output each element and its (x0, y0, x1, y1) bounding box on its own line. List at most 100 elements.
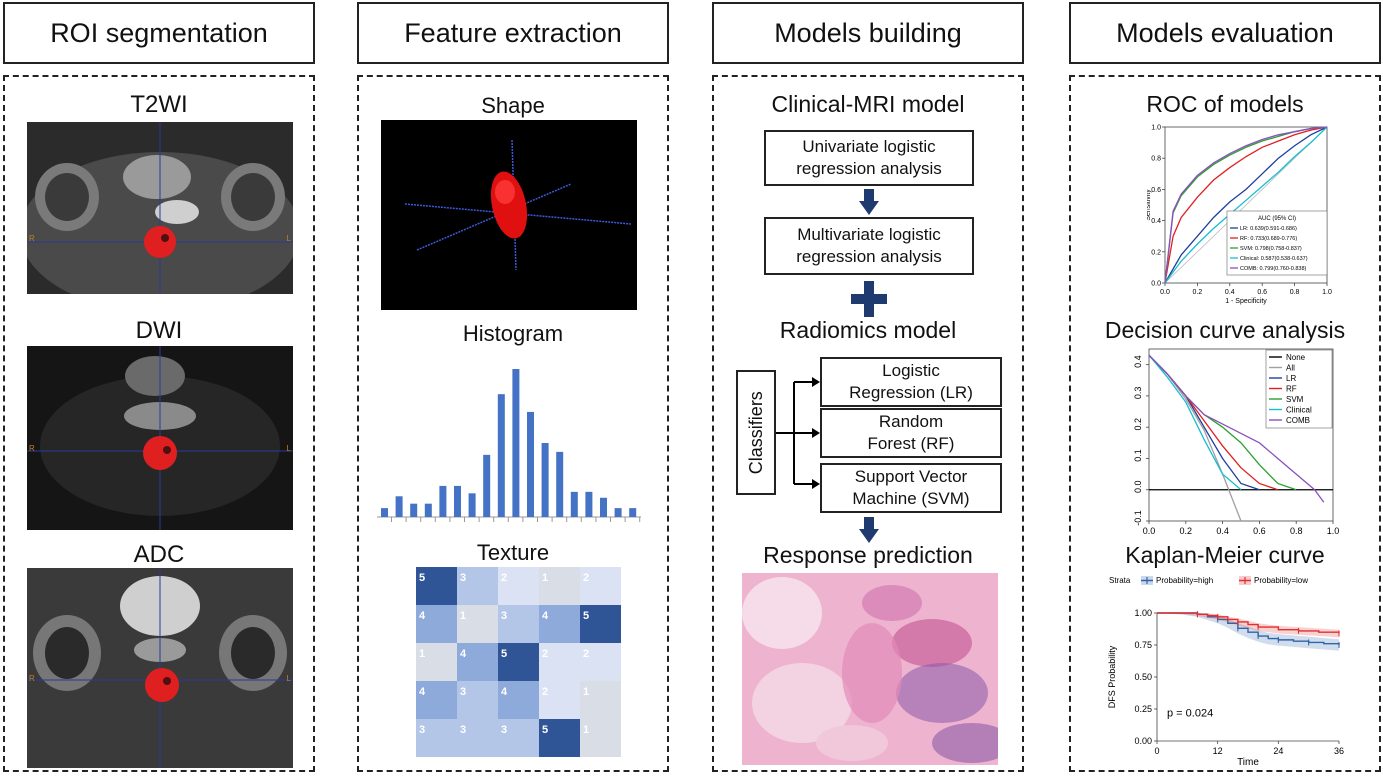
texture-cell-value: 1 (542, 572, 548, 584)
clinical-mri-title: Clinical-MRI model (771, 91, 965, 117)
dwi-marker-r: R (29, 444, 35, 453)
univariate-box: Univariate logistic regression analysis (764, 130, 974, 186)
km-p-value: p = 0.024 (1167, 708, 1213, 720)
texture-cell (498, 681, 539, 719)
header-feature-extraction: Feature extraction (357, 2, 669, 64)
texture-cell-value: 5 (419, 572, 425, 584)
texture-cell (416, 643, 457, 681)
roc-legend-title: AUC (95% CI) (1258, 216, 1296, 222)
header-feature-label: Feature extraction (404, 17, 622, 48)
roc-series-line (1164, 126, 1328, 284)
roc-legend-entry: LR: 0.639(0.591-0.686) (1240, 226, 1297, 232)
histogram-bar (381, 508, 388, 517)
panel-models-evaluation: ROC of models 0.0 0.2 0.4 0.6 0.8 1.0 0.0 0.2 0.… (1069, 75, 1381, 772)
shape-label: Shape (481, 93, 545, 118)
classifiers-label: Classifiers (745, 390, 766, 474)
dca-series-line (1148, 354, 1325, 503)
texture-cell-value: 2 (583, 648, 589, 660)
texture-cell-value: 5 (542, 724, 548, 736)
arrow-down-icon-2 (859, 517, 879, 543)
roc-y-tick-label: 0.2 (1151, 249, 1161, 256)
arrow-down-icon (859, 189, 879, 215)
km-title: Kaplan-Meier curve (1125, 542, 1325, 568)
roc-title: ROC of models (1146, 91, 1304, 117)
texture-cell (416, 567, 457, 605)
dca-legend-entry: None (1286, 353, 1306, 362)
texture-cell (457, 605, 498, 643)
lr-line2: Regression (LR) (849, 383, 973, 402)
t2wi-marker-l: L (286, 234, 291, 243)
univariate-line1: Univariate logistic (802, 136, 936, 156)
texture-cell-value: 3 (419, 724, 425, 736)
roc-series-line (1164, 126, 1328, 284)
dca-x-tick-label: 0.0 (1143, 526, 1156, 536)
lr-line1: Logistic (882, 360, 940, 380)
dca-y-tick-label: 0.1 (1133, 449, 1143, 462)
t2wi-marker-r: R (29, 234, 35, 243)
multivariate-line2: regression analysis (796, 247, 942, 266)
roc-legend-entry: RF: 0.733(0.689-0.776) (1240, 236, 1297, 242)
plus-icon (851, 281, 887, 317)
univariate-line2: regression analysis (796, 159, 942, 178)
classifier-connectors (776, 377, 820, 489)
texture-cell-value: 3 (501, 724, 507, 736)
texture-cell (498, 643, 539, 681)
rf-line1: Random (878, 411, 944, 431)
roc-x-tick-label: 0.8 (1290, 289, 1300, 296)
histogram-bar (410, 503, 418, 517)
histology-image (742, 573, 998, 765)
roc-y-tick-label: 1.0 (1151, 125, 1161, 132)
dca-x-tick-label: 0.4 (1216, 526, 1229, 536)
km-x-tick-label: 0 (1154, 746, 1159, 756)
texture-cell (416, 605, 457, 643)
histogram-bar (439, 485, 447, 517)
texture-cell (539, 567, 580, 605)
roc-y-tick-label: 0.6 (1151, 187, 1161, 194)
texture-cell-value: 5 (583, 610, 589, 622)
panel-models-building: Clinical-MRI model Univariate logistic re… (712, 75, 1024, 772)
histogram-bar (512, 369, 520, 517)
texture-cell (457, 681, 498, 719)
roc-y-tick-label: 0.4 (1151, 218, 1161, 225)
roc-y-tick-label: 0.0 (1151, 281, 1161, 288)
texture-cell-value: 3 (460, 724, 466, 736)
roc-y-tick-label: 0.8 (1151, 156, 1161, 163)
dca-y-tick-label: 0.3 (1133, 387, 1143, 400)
texture-cell-value: 2 (583, 572, 589, 584)
texture-cell (580, 567, 621, 605)
t2wi-scan (27, 122, 293, 294)
histogram-bar (424, 503, 432, 517)
roc-x-tick-label: 0.6 (1257, 289, 1267, 296)
adc-marker-r: R (29, 674, 35, 683)
dca-legend-entry: Clinical (1286, 406, 1312, 415)
km-x-axis-label: Time (1237, 757, 1259, 768)
roc-x-tick-label: 0.0 (1160, 289, 1170, 296)
texture-cell-value: 1 (460, 610, 466, 622)
texture-cell (457, 719, 498, 757)
dca-legend-entry: COMB (1286, 416, 1310, 425)
roc-frame (1164, 126, 1328, 284)
texture-cell-value: 5 (501, 648, 507, 660)
dca-legend-entry: All (1286, 364, 1295, 373)
texture-cell (539, 643, 580, 681)
response-prediction-title: Response prediction (763, 542, 973, 568)
roc-x-tick-label: 0.2 (1193, 289, 1203, 296)
dca-legend-entry: LR (1286, 374, 1296, 383)
dwi-image: R L (27, 346, 293, 530)
roc-diagonal (1164, 126, 1328, 284)
histology-slide (742, 573, 998, 765)
dca-x-tick-label: 0.8 (1290, 526, 1303, 536)
histogram-label: Histogram (462, 321, 564, 346)
header-roi-segmentation: ROI segmentation (3, 2, 315, 64)
texture-cell-value: 4 (542, 610, 549, 622)
texture-cell (416, 719, 457, 757)
header-models-evaluation: Models evaluation (1069, 2, 1381, 64)
histogram-bar (556, 451, 564, 517)
dca-series-line (1148, 354, 1242, 491)
texture-cell (580, 643, 621, 681)
